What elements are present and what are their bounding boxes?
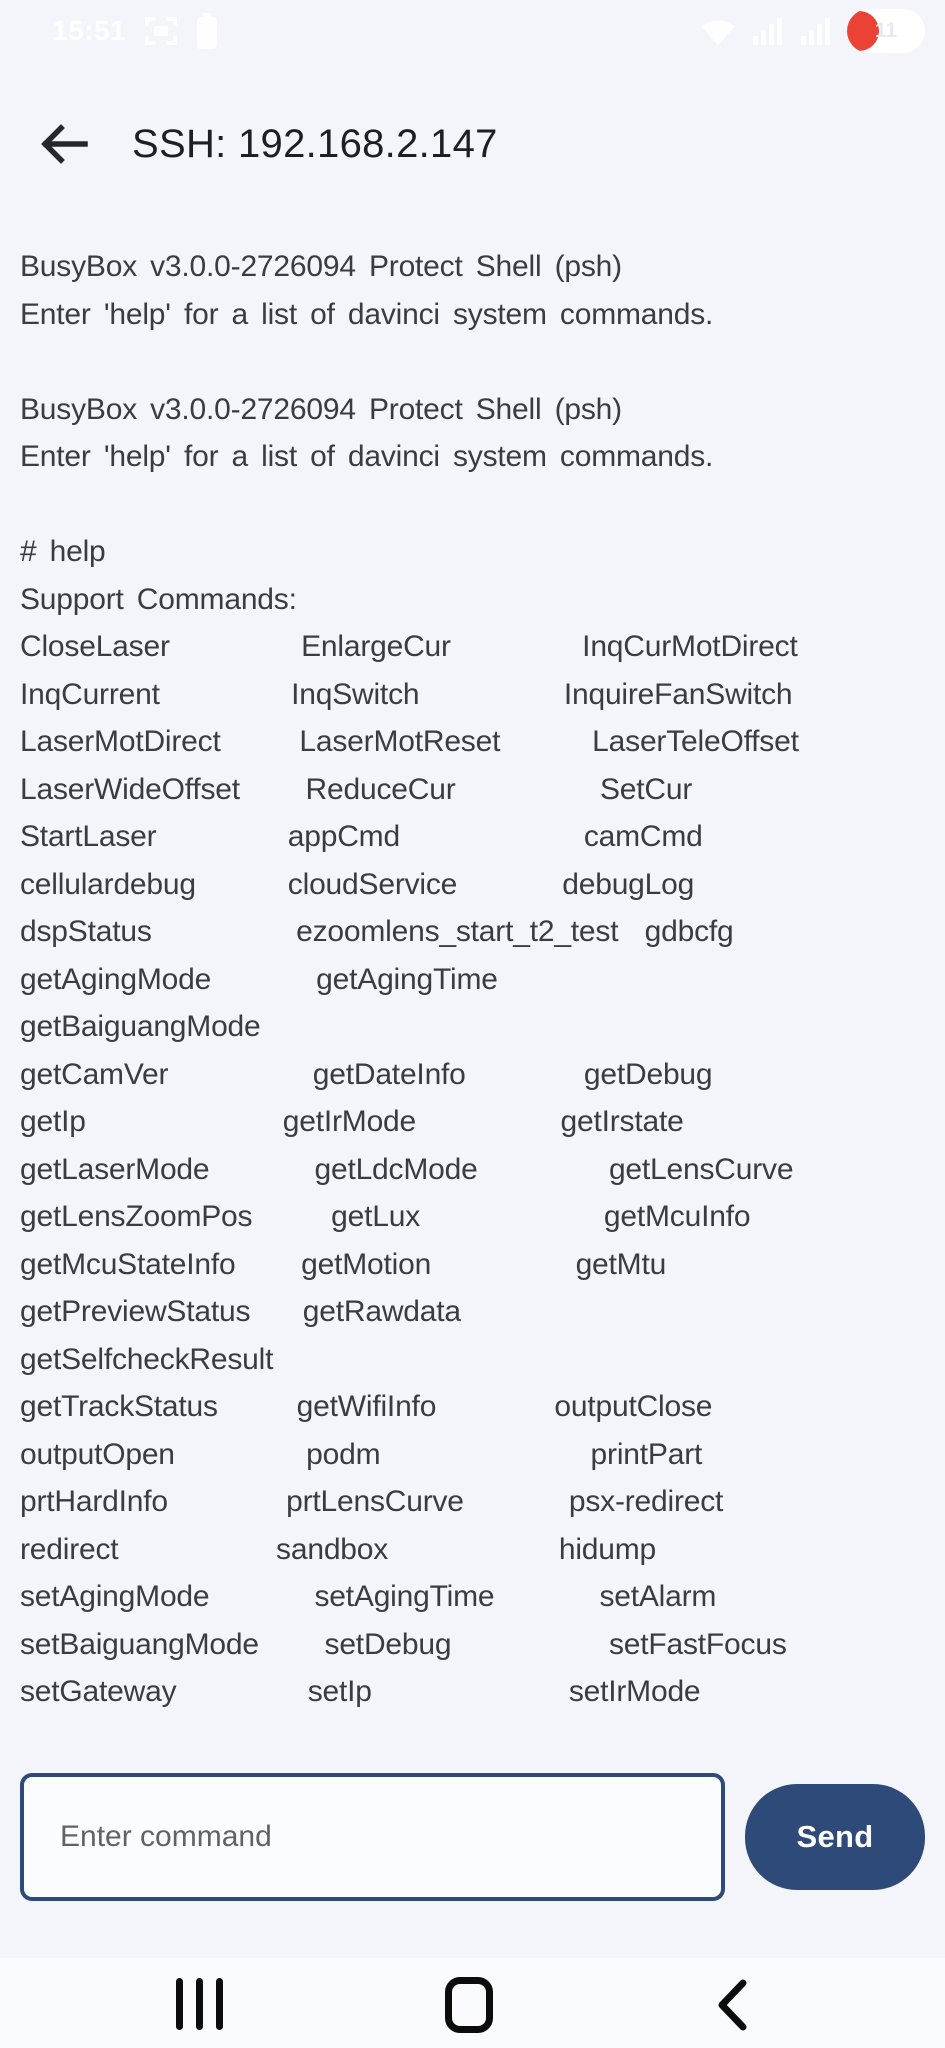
nav-back-button[interactable]: [714, 1978, 748, 2035]
command-input[interactable]: [20, 1773, 725, 1901]
signal-strength-2-icon: [801, 18, 830, 45]
command-bar: Send: [20, 1770, 925, 1910]
recents-icon: [176, 1978, 183, 2030]
terminal-scroll-area[interactable]: BusyBox v3.0.0-2726094 Protect Shell (ps…: [20, 243, 935, 1743]
android-nav-bar: [0, 1958, 945, 2048]
battery-icon: 11: [847, 9, 925, 53]
screenshot-icon: [145, 17, 178, 45]
send-button-label: Send: [796, 1819, 874, 1854]
wifi-icon: [701, 20, 735, 46]
terminal-text: BusyBox v3.0.0-2726094 Protect Shell (ps…: [20, 250, 799, 1708]
battery-alert-icon: [197, 13, 218, 49]
header: SSH: 192.168.2.147: [0, 98, 945, 190]
status-bar-right: 11: [699, 9, 925, 53]
battery-low-indicator: [847, 11, 879, 51]
back-button[interactable]: [36, 116, 92, 172]
page-title: SSH: 192.168.2.147: [132, 121, 498, 166]
battery-percent: 11: [874, 19, 898, 42]
home-icon: [445, 1977, 493, 2033]
nav-back-icon: [718, 1979, 747, 2031]
status-time: 15:51: [52, 15, 127, 46]
back-arrow-icon: [41, 124, 88, 164]
status-bar-left: 15:51: [52, 13, 218, 49]
home-button[interactable]: [445, 1977, 493, 2033]
recents-button[interactable]: [176, 1978, 223, 2030]
signal-strength-icon: [753, 18, 782, 45]
send-button[interactable]: Send: [745, 1784, 925, 1890]
status-bar: 15:51: [0, 0, 945, 62]
